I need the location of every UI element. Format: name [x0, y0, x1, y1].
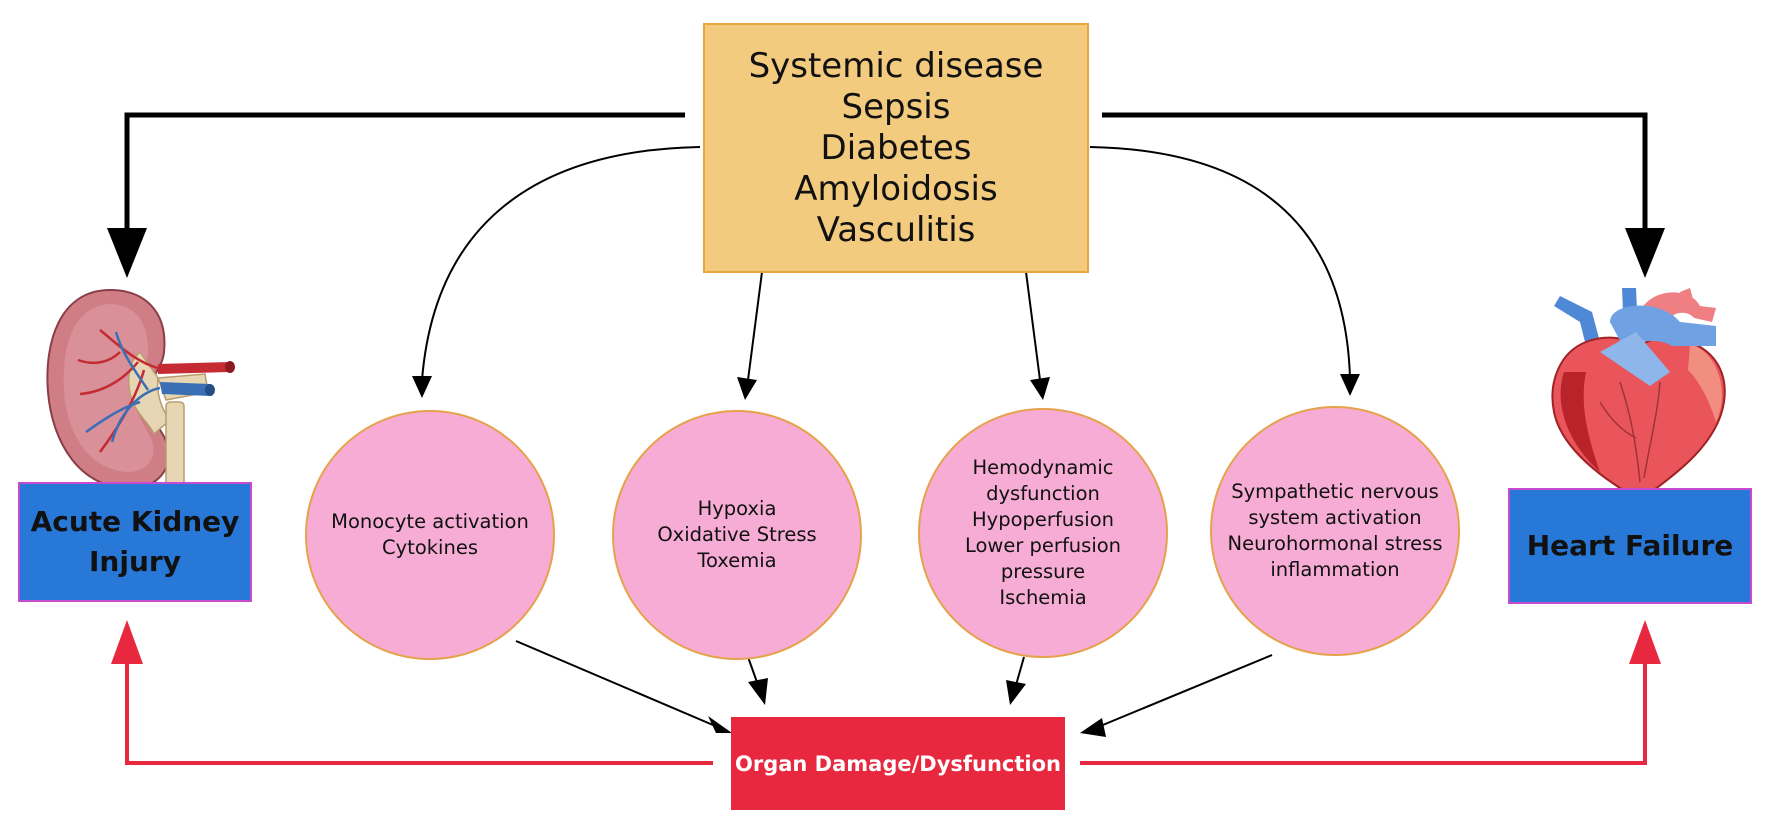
mechanism-line: inflammation [1270, 558, 1400, 581]
arrow-causes-to-monocyte [412, 146, 701, 398]
cause-line: Vasculitis [816, 209, 976, 250]
arrow-sympathetic-to-damage [1080, 654, 1273, 737]
feedback-arrow-to-heart [1080, 620, 1661, 765]
mechanism-line: Sympathetic nervous [1231, 480, 1439, 503]
arrow-causes-to-sympathetic [1089, 146, 1360, 396]
organ-damage-box: Organ Damage/Dysfunction [731, 717, 1065, 810]
mechanism-circle-hemodynamic: Hemodynamic dysfunction Hypoperfusion Lo… [918, 408, 1168, 658]
mechanism-line: Toxemia [697, 549, 777, 572]
feedback-arrow-to-kidney [111, 620, 713, 765]
mechanism-line: Lower perfusion [964, 534, 1122, 557]
cause-line: Diabetes [820, 127, 972, 168]
outcome-box-heart: Heart Failure [1508, 488, 1752, 604]
mechanism-line: Ischemia [999, 586, 1087, 609]
mechanism-line: system activation [1248, 506, 1422, 529]
mechanism-line: Neurohormonal stress [1227, 532, 1443, 555]
systemic-causes-box: Systemic disease Sepsis Diabetes Amyloid… [703, 23, 1089, 273]
mechanism-line: Monocyte activation [331, 510, 529, 533]
cause-line: Sepsis [841, 86, 951, 127]
arrow-causes-to-hemodynamic [1025, 271, 1050, 400]
cause-line: Systemic disease [748, 45, 1044, 86]
mechanism-line: dysfunction [986, 482, 1100, 505]
outcome-label: Acute Kidney [30, 505, 240, 538]
arrow-causes-to-hypoxia [737, 271, 763, 400]
arrow-causes-to-kidney [107, 112, 685, 278]
cause-line: Amyloidosis [794, 168, 998, 209]
outcome-box-kidney: Acute Kidney Injury [18, 482, 252, 602]
arrow-hypoxia-to-damage [747, 656, 768, 705]
arrow-hemodynamic-to-damage [1006, 656, 1026, 705]
mechanism-line: Hypoxia [697, 497, 777, 520]
mechanism-circle-monocyte: Monocyte activation Cytokines [305, 410, 555, 660]
organ-damage-label: Organ Damage/Dysfunction [735, 751, 1061, 776]
mechanism-circle-hypoxia: Hypoxia Oxidative Stress Toxemia [612, 410, 862, 660]
outcome-label: Heart Failure [1526, 529, 1734, 562]
heart-illustration-icon [1551, 288, 1726, 502]
mechanism-circle-sympathetic: Sympathetic nervous system activation Ne… [1210, 406, 1460, 656]
mechanism-line: Hemodynamic [972, 456, 1114, 479]
mechanism-line: Cytokines [382, 536, 478, 559]
arrow-causes-to-heart [1102, 112, 1665, 278]
mechanism-line: pressure [1000, 560, 1086, 583]
mechanism-line: Hypoperfusion [972, 508, 1114, 531]
kidney-illustration-icon [46, 288, 235, 495]
outcome-label: Injury [89, 545, 181, 578]
arrow-monocyte-to-damage [515, 640, 732, 733]
mechanism-line: Oxidative Stress [657, 523, 817, 546]
